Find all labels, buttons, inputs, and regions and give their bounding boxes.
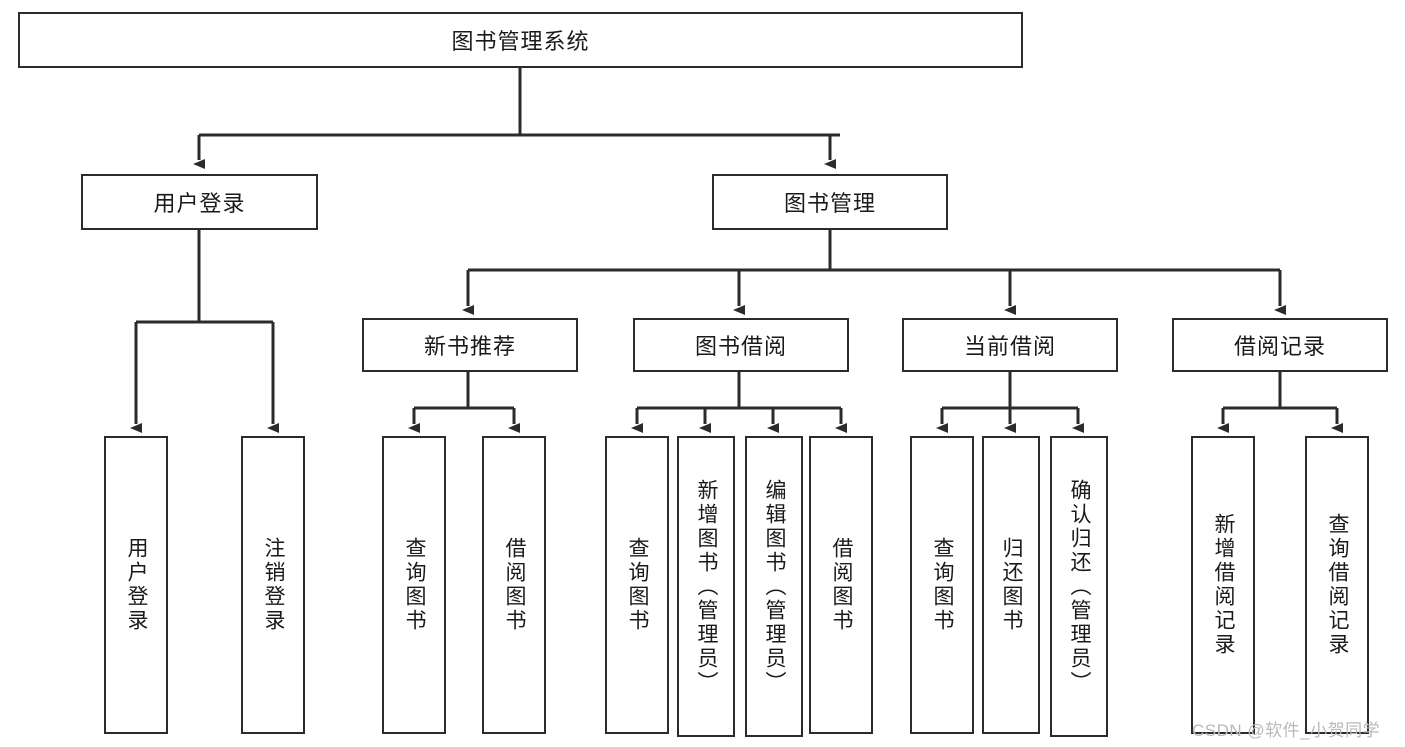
leaf-user-login[interactable]: 用户登录: [104, 436, 168, 734]
node-current-borrow[interactable]: 当前借阅: [902, 318, 1118, 372]
node-root[interactable]: 图书管理系统: [18, 12, 1023, 68]
leaf-query-book-2[interactable]: 查询图书: [605, 436, 669, 734]
watermark: CSDN @软件_小贺同学: [1192, 721, 1381, 740]
leaf-confirm-return-label: 确认归还（管理员）: [1068, 478, 1092, 695]
leaf-query-book-3-label: 查询图书: [931, 537, 955, 633]
leaf-return-book[interactable]: 归还图书: [982, 436, 1040, 734]
leaf-query-book-3[interactable]: 查询图书: [910, 436, 974, 734]
leaf-query-book-2-label: 查询图书: [626, 537, 650, 633]
leaf-borrow-book-1-label: 借阅图书: [503, 537, 527, 633]
leaf-query-book-1-label: 查询图书: [403, 537, 427, 633]
node-book-manage[interactable]: 图书管理: [712, 174, 948, 230]
node-user-login[interactable]: 用户登录: [81, 174, 318, 230]
node-new-book-recommend-label: 新书推荐: [423, 334, 516, 359]
node-book-borrow-label: 图书借阅: [694, 334, 787, 359]
leaf-query-book-1[interactable]: 查询图书: [382, 436, 446, 734]
leaf-user-login-label: 用户登录: [125, 537, 149, 633]
leaf-confirm-return[interactable]: 确认归还（管理员）: [1050, 436, 1108, 737]
leaf-query-record-label: 查询借阅记录: [1326, 513, 1350, 657]
leaf-add-record[interactable]: 新增借阅记录: [1191, 436, 1255, 734]
leaf-add-book[interactable]: 新增图书（管理员）: [677, 436, 735, 737]
leaf-borrow-book-2-label: 借阅图书: [830, 537, 854, 633]
node-user-login-label: 用户登录: [153, 191, 246, 216]
node-book-manage-label: 图书管理: [783, 191, 876, 216]
node-book-borrow[interactable]: 图书借阅: [633, 318, 849, 372]
leaf-logout-login-label: 注销登录: [262, 537, 286, 633]
node-root-label: 图书管理系统: [451, 29, 590, 54]
node-new-book-recommend[interactable]: 新书推荐: [362, 318, 578, 372]
node-borrow-record[interactable]: 借阅记录: [1172, 318, 1388, 372]
leaf-query-record[interactable]: 查询借阅记录: [1305, 436, 1369, 734]
node-borrow-record-label: 借阅记录: [1233, 334, 1326, 359]
leaf-borrow-book-2[interactable]: 借阅图书: [809, 436, 873, 734]
leaf-add-book-label: 新增图书（管理员）: [695, 478, 719, 695]
leaf-borrow-book-1[interactable]: 借阅图书: [482, 436, 546, 734]
node-current-borrow-label: 当前借阅: [963, 334, 1056, 359]
leaf-logout-login[interactable]: 注销登录: [241, 436, 305, 734]
leaf-edit-book[interactable]: 编辑图书（管理员）: [745, 436, 803, 737]
leaf-edit-book-label: 编辑图书（管理员）: [763, 478, 787, 695]
leaf-add-record-label: 新增借阅记录: [1212, 513, 1236, 657]
leaf-return-book-label: 归还图书: [1000, 537, 1024, 633]
